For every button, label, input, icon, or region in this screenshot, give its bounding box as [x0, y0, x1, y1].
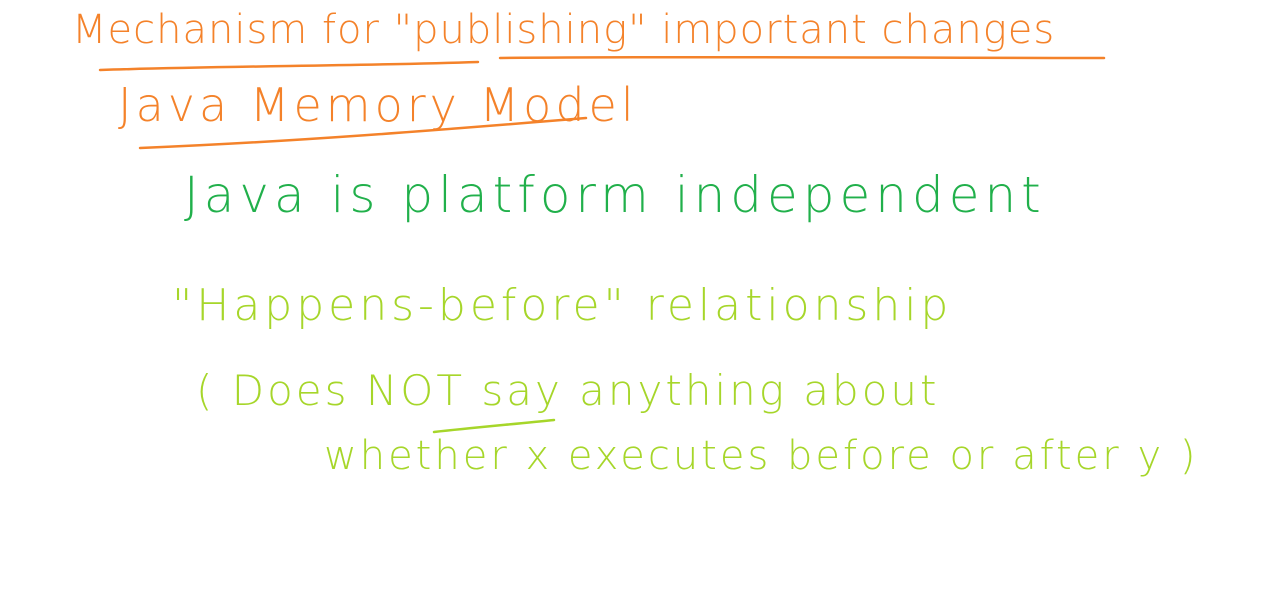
underline-publishing-important-changes — [498, 55, 1106, 60]
heading-publishing-changes: Mechanism for "publishing" important cha… — [72, 7, 1056, 53]
note-execution-order: whether x executes before or after y ) — [324, 433, 1199, 479]
note-happens-before: "Happens-before" relationship — [172, 280, 953, 331]
underline-not — [432, 418, 556, 434]
underline-mechanism-for — [98, 60, 480, 72]
note-does-not-say: ( Does NOT say anything about — [196, 366, 940, 415]
note-platform-independent: Java is platform independent — [184, 166, 1046, 224]
heading-java-memory-model: Java Memory Model — [118, 78, 638, 132]
